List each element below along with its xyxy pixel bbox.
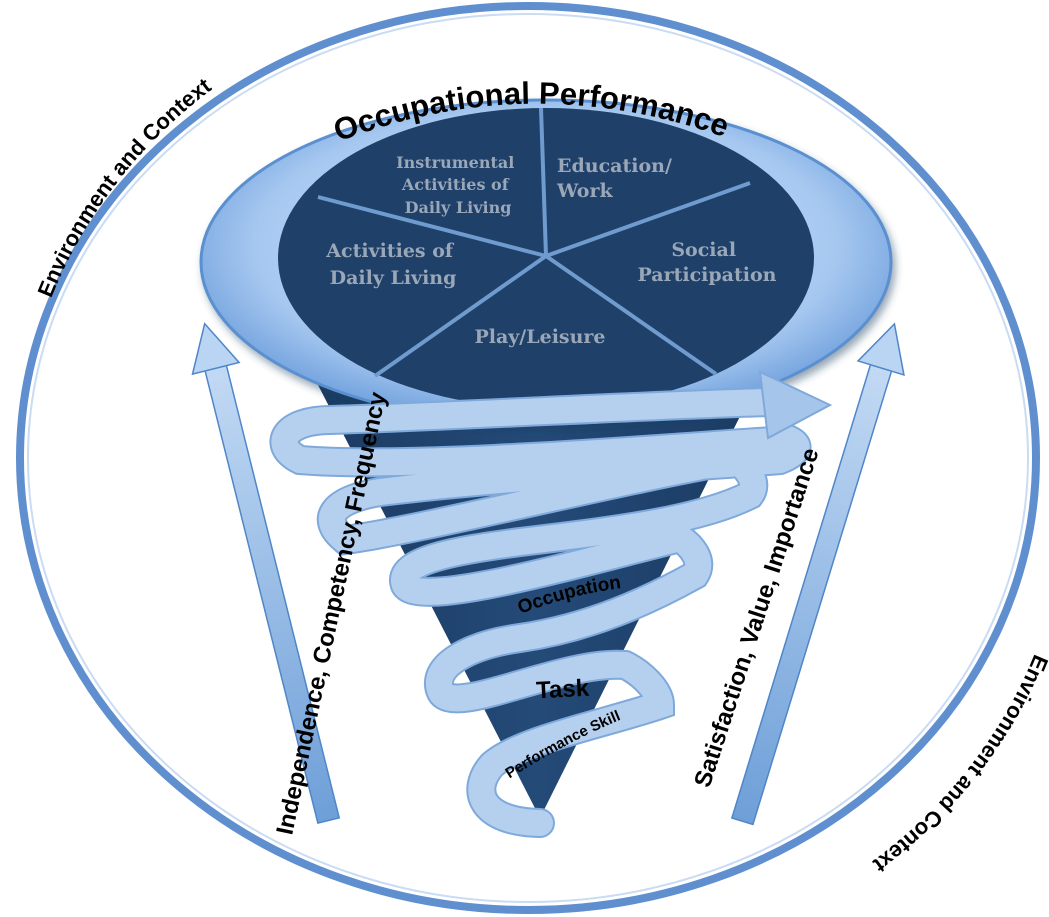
area-dividers	[317, 107, 751, 378]
area-play-label: Play/Leisure	[474, 326, 605, 348]
area-iadl-label: Instrumental Activities of Daily Living	[396, 153, 520, 217]
right-arrow	[730, 322, 905, 826]
context-ring-inner-line	[27, 13, 1029, 903]
area-social-label: Social Participation	[638, 239, 777, 286]
left-arrow	[191, 322, 341, 825]
spiral-arrowhead	[758, 370, 833, 440]
spiral-ribbon	[269, 387, 812, 838]
context-ring	[16, 2, 1040, 914]
area-adl-label: Activities of Daily Living	[325, 240, 459, 289]
level-task-label: Task	[535, 675, 590, 705]
area-education-label: Education/ Work	[556, 155, 679, 202]
